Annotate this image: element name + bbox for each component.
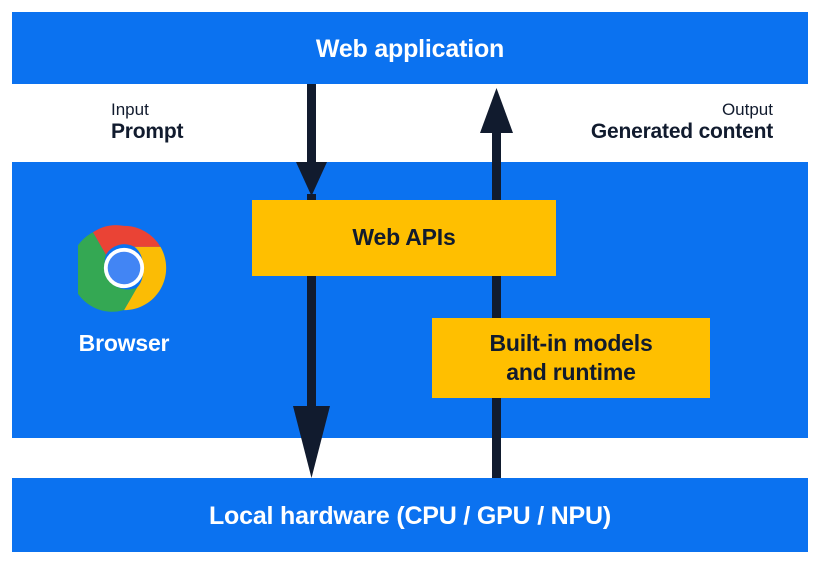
box-builtin-models-label-line1: Built-in models <box>489 329 653 356</box>
edge-label-output: Output Generated content <box>591 100 773 145</box>
band-browser-label: Browser <box>78 330 170 356</box>
edge-label-output-value: Generated content <box>590 120 773 144</box>
band-web-application-label: Web application <box>315 35 505 63</box>
band-web-application: Web application <box>12 12 808 84</box>
box-web-apis-label: Web APIs <box>352 224 456 251</box>
edge-label-input-value: Prompt <box>111 120 184 144</box>
box-builtin-models-label-line2: and runtime <box>506 359 636 385</box>
band-local-hardware: Local hardware (CPU / GPU / NPU) <box>12 478 808 552</box>
band-local-hardware-label: Local hardware (CPU / GPU / NPU) <box>208 502 611 530</box>
chrome-browser-icon <box>78 225 167 312</box>
edge-label-output-caption: Output <box>721 100 773 119</box>
browser-identity: Browser <box>50 222 198 357</box>
box-web-apis: Web APIs <box>252 200 556 276</box>
edge-label-input: Input Prompt <box>111 100 184 145</box>
edge-label-input-caption: Input <box>111 100 149 119</box>
box-builtin-models-label: Built-in models and runtime <box>489 329 652 388</box>
box-builtin-models: Built-in models and runtime <box>432 318 710 398</box>
